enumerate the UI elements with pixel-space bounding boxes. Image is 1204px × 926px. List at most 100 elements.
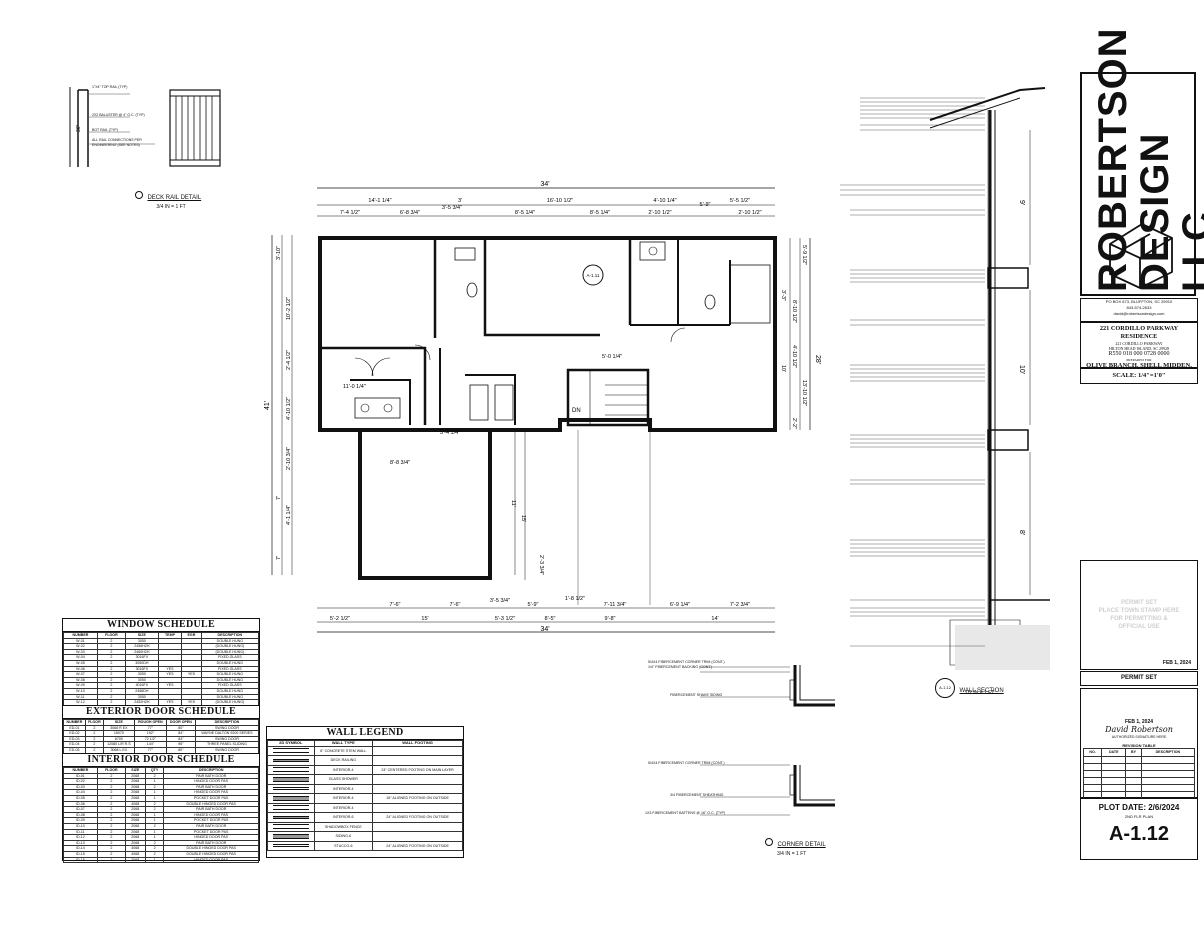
dim: 8'-5 1/4" <box>590 210 610 216</box>
table-cell: STUCCO-6 <box>313 840 374 852</box>
wall-symbol <box>267 793 315 804</box>
revision-table-title: REVISION TABLE <box>1122 743 1156 748</box>
firm-phone: 843-574-2633 <box>1126 305 1152 310</box>
table-cell: 2 <box>96 856 126 864</box>
wall-legend-row: 8" CONCRETE STEM WALL <box>267 745 463 757</box>
dim: 8'-5 1/4" <box>515 210 535 216</box>
window-schedule-title: WINDOW SCHEDULE <box>63 619 259 632</box>
dim: 7'-6" <box>390 602 401 608</box>
deck-rail-title-block: DECK RAIL DETAIL 3/4 IN = 1 FT <box>135 186 201 210</box>
table-cell: 2 <box>84 747 104 754</box>
table-cell <box>1140 784 1196 792</box>
dim: 2'-10 1/2" <box>738 210 761 216</box>
deck-rail-title: DECK RAIL DETAIL <box>147 195 202 201</box>
wall-symbol-swatch <box>272 824 309 830</box>
rail-note-1: 1"X4" TOP RAIL (TYP) <box>92 85 128 89</box>
dim: 5'-0 1/4" <box>602 354 622 360</box>
rail-note-3: BOT RAIL (TYP) <box>92 128 118 132</box>
dim: 10' <box>780 365 786 372</box>
sheet-number: A-1.12 <box>1108 823 1170 845</box>
wall-symbol-swatch <box>272 833 309 839</box>
dim: 10'-2 1/2" <box>286 297 292 320</box>
wall-section-drawing: 9' 10' 8' <box>840 87 1050 670</box>
wall-legend-row: SIDING-6 <box>267 831 463 842</box>
dims-right: 5'-9 1/2" 8'-10 1/2" 3'-3" 4'-10 1/2" 10… <box>780 245 807 429</box>
corner-note-1: 5/4X4 FIBERCEMENT CORNER TRIM (CONT.) <box>648 660 725 664</box>
wall-section-title-block: A-1.12 WALL SECTION 1/2 IN = 1 FT <box>935 678 1004 698</box>
wall-symbol <box>267 764 315 776</box>
dim: 15' <box>421 616 428 622</box>
wall-symbol <box>267 745 315 757</box>
permit-set-label: PERMIT SET <box>1120 675 1157 681</box>
table-cell: 24" CENTERED FOOTING ON MAIN LAYER <box>372 764 463 776</box>
watermark-line: OFFICIAL USE <box>1118 624 1160 630</box>
firm-email: david@robertsondesign.com <box>1113 311 1165 316</box>
table-cell: WAYNE DALTON 9200 SERIES <box>194 730 260 737</box>
corner-note-2: 1/4" FIBERCEMENT BACKING (CONT.) <box>648 665 713 669</box>
dims-top-row2: 7'-4 1/2" 6'-8 3/4" 3'-5 3/4" 8'-5 1/4" … <box>340 202 762 216</box>
table-cell: INTERIOR-4 <box>313 783 374 795</box>
table-cell <box>1082 763 1103 771</box>
table-cell: SWING DOOR <box>194 747 260 754</box>
dim: 6'-8 3/4" <box>400 210 420 216</box>
dim: 3'-10" <box>276 246 282 260</box>
dim: 3'-3" <box>780 290 786 301</box>
revision-row <box>1082 763 1196 771</box>
scale-box: SCALE: 1/4"=1'0" <box>1080 368 1198 384</box>
table-cell: GLASS SHOWER <box>313 774 374 785</box>
revision-row <box>1082 756 1196 764</box>
table-cell <box>1101 777 1127 785</box>
signature-caption: AUTHORIZED SIGNATURE HERE <box>1111 735 1167 739</box>
dim-right-overall: 28' <box>814 355 821 364</box>
prepared-for-label: PREPARED FOR <box>1126 358 1152 362</box>
detail-marker-icon <box>765 837 773 846</box>
level-height-2: 10' <box>1018 365 1025 374</box>
dim: 3' <box>458 198 462 204</box>
dim: 2'-10 3/4" <box>286 447 292 470</box>
dim-top-overall: 34' <box>540 181 549 188</box>
dim: 11'-0 1/4" <box>343 384 366 390</box>
dim: 14' <box>711 616 718 622</box>
level-height-3: 8' <box>1018 530 1025 535</box>
wall-symbol-swatch <box>272 767 309 773</box>
dim: 4'-10 1/2" <box>286 397 292 420</box>
corner-scale: 3/4 IN = 1 FT <box>777 851 807 857</box>
dim: 13'-10 1/2" <box>801 380 807 406</box>
firm-contact-box: PO BOX 673, BLUFFTON, SC 29910 843-574-2… <box>1080 298 1198 322</box>
wall-legend-row: SHADOWBOX FENCE <box>267 821 463 833</box>
wall-symbol-swatch <box>272 758 309 762</box>
corner-title: CORNER DETAIL <box>777 842 826 848</box>
firm-address: PO BOX 673, BLUFFTON, SC 29910 <box>1105 299 1173 304</box>
wall-section-scale: 1/2 IN = 1 FT <box>965 690 995 696</box>
table-cell: 24" ALIGNED FOOTING ON OUTSIDE <box>372 840 463 852</box>
dims-top-row1: 14'-1 1/4" 3' 16'-10 1/2" 4'-10 1/4" 5'-… <box>368 198 750 204</box>
dim: 8'-5" <box>545 616 556 622</box>
wall-legend-row: GLASS SHOWER <box>267 774 463 785</box>
table-cell <box>1125 770 1142 778</box>
table-cell <box>1125 784 1142 792</box>
permit-date: FEB 1, 2024 <box>1162 660 1191 666</box>
project-parcel: R550 018 000 0728 0000 <box>1108 351 1170 357</box>
table-cell <box>1125 777 1142 785</box>
table-cell <box>1125 756 1142 764</box>
dim: 3'-5 3/4" <box>442 205 462 211</box>
dim: 15' <box>520 515 526 522</box>
level-height-1: 9' <box>1018 200 1025 205</box>
table-cell <box>1140 770 1196 778</box>
table-cell <box>1125 763 1142 771</box>
column-header: NO. <box>1082 748 1103 757</box>
wall-legend-row: INTERIOR-4 <box>267 783 463 795</box>
dim: 8'-10 1/2" <box>791 300 797 323</box>
column-header: DATE <box>1101 748 1127 757</box>
table-cell: 77" <box>133 747 167 754</box>
table-cell <box>372 821 463 833</box>
dim: 7' <box>276 556 282 560</box>
